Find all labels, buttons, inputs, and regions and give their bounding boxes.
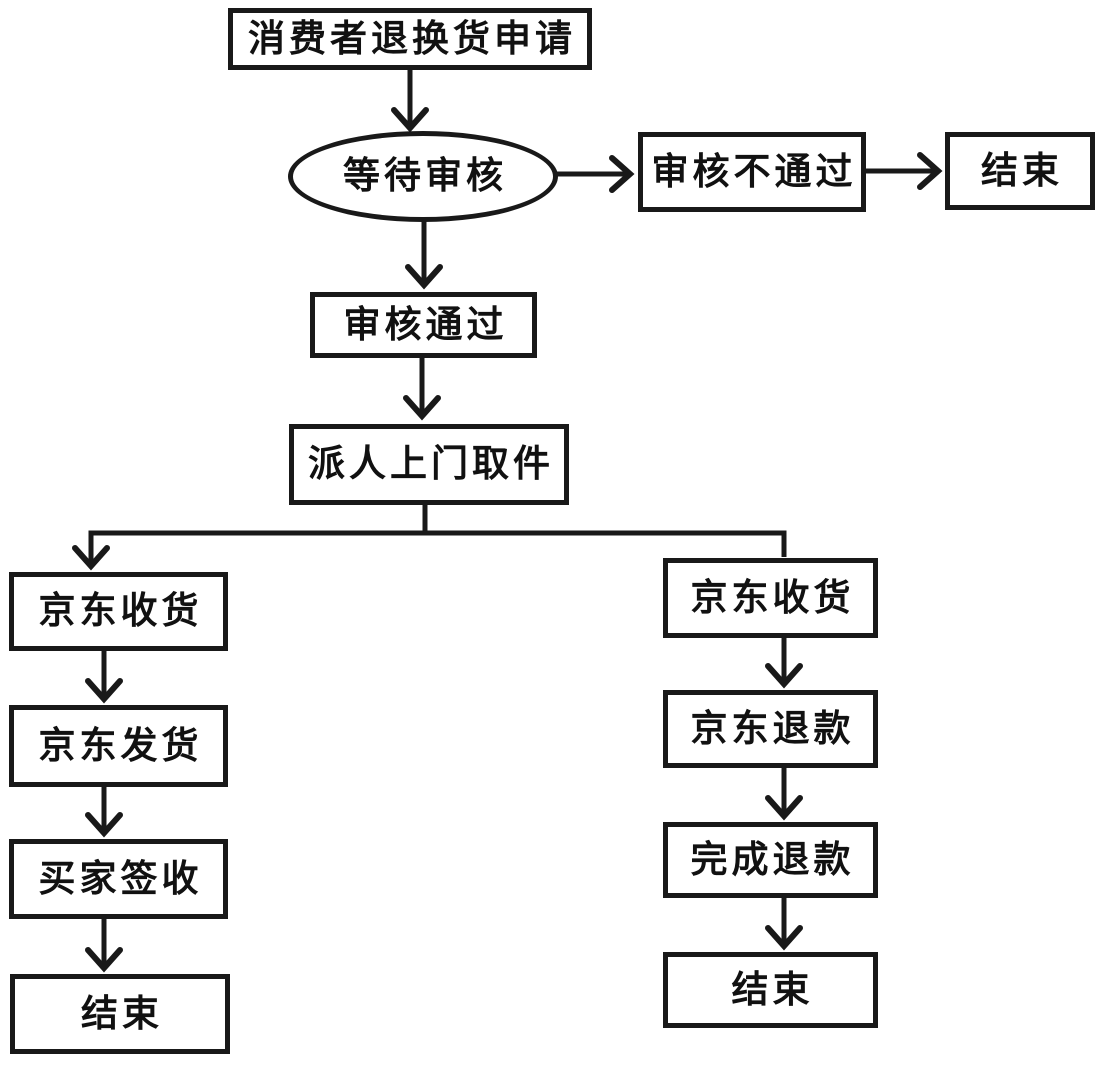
node-buyer-sign-label: 买家签收 [38,858,203,900]
node-jd-receive-refund-label: 京东收货 [690,577,855,619]
node-end-exchange-label: 结束 [81,993,163,1035]
edge-jd-receive-exchange-to-jd-ship [85,649,123,704]
node-review-rejected: 审核不通过 [638,132,866,212]
node-pickup-at-door: 派人上门取件 [289,424,569,505]
node-end-rejected-label: 结束 [981,150,1063,192]
node-jd-receive-exchange-label: 京东收货 [38,591,203,632]
edge-jd-receive-refund-to-jd-refund [765,636,803,689]
node-end-refund-label: 结束 [731,969,814,1011]
node-refund-complete: 完成退款 [663,822,878,898]
node-end-rejected: 结束 [945,132,1095,210]
node-pickup-at-door-label: 派人上门取件 [308,444,554,485]
node-consumer-return-request-label: 消费者退换货申请 [248,18,576,60]
node-jd-refund: 京东退款 [663,690,878,768]
edge-jd-ship-to-buyer-sign [85,785,123,838]
edge-buyer-sign-to-end-exchange [85,917,123,973]
node-refund-complete-label: 完成退款 [690,839,855,881]
edge-apply-to-wait-review [391,70,429,133]
node-wait-review-label: 等待审核 [343,156,507,197]
node-jd-refund-label: 京东退款 [690,708,855,750]
node-jd-ship-label: 京东发货 [38,725,203,767]
node-buyer-sign: 买家签收 [9,839,228,919]
node-jd-ship: 京东发货 [9,705,228,787]
edge-review-passed-to-pickup [403,356,441,421]
node-jd-receive-refund: 京东收货 [663,558,878,638]
edge-review-rejected-to-end-rejected [866,152,943,190]
edge-jd-refund-to-refund-complete [765,766,803,821]
node-review-passed-label: 审核通过 [343,304,508,346]
node-review-passed: 审核通过 [310,292,537,358]
node-end-refund: 结束 [663,952,878,1028]
edge-pickup-branch-split [72,503,787,571]
node-jd-receive-exchange: 京东收货 [9,572,228,651]
edge-wait-review-to-review-rejected [556,155,635,193]
node-end-exchange: 结束 [10,974,230,1054]
edge-refund-complete-to-end-refund [765,896,803,951]
edge-wait-review-to-review-passed [405,221,443,290]
node-wait-review: 等待审核 [288,131,558,222]
node-consumer-return-request: 消费者退换货申请 [228,8,592,70]
node-review-rejected-label: 审核不通过 [651,151,857,193]
